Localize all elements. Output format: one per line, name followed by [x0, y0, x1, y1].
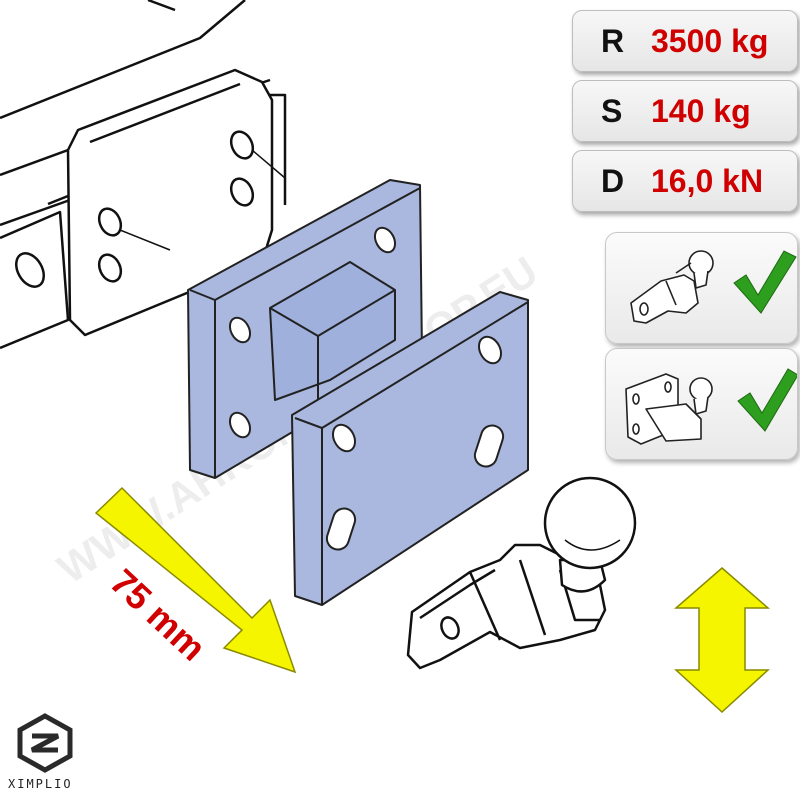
- brand-name: XIMPLIO: [8, 777, 73, 791]
- check-icon: [733, 250, 797, 314]
- compat-panel-flange: [605, 232, 798, 344]
- vertical-adjust-arrow: [673, 567, 771, 714]
- mounting-plate-bracket: [187, 179, 529, 606]
- spec-r-value: 3500 kg: [651, 23, 769, 59]
- spec-s-panel: S 140 kg: [572, 80, 798, 142]
- spec-d-panel: D 16,0 kN: [572, 150, 798, 212]
- spec-d-value: 16,0 kN: [651, 163, 764, 199]
- flange-plate-towball-icon: [625, 373, 713, 445]
- dimension-arrow: [94, 486, 297, 674]
- compat-panel-flange-plate: [605, 348, 798, 460]
- brand-logo-icon: [17, 713, 73, 773]
- spec-r-letter: R: [601, 23, 625, 59]
- spec-s-letter: S: [601, 93, 623, 129]
- tow-ball-drawing: [406, 476, 637, 670]
- check-icon: [737, 368, 797, 432]
- spec-r-panel: R 3500 kg: [572, 10, 798, 72]
- spec-s-value: 140 kg: [651, 93, 751, 129]
- spec-d-letter: D: [601, 163, 625, 199]
- flange-towball-icon: [630, 250, 714, 324]
